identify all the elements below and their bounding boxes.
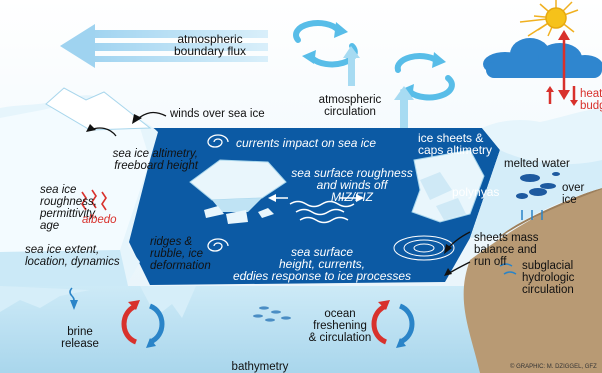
ocean-circulation-left [121,303,165,345]
sun-icon [519,0,579,37]
label-brine-release: brine release [61,326,99,350]
label-sea-ice-roughness: sea ice roughness, permittivity, age [40,184,98,232]
label-ice-sheets-caps: ice sheets & caps altimetry [418,131,493,157]
label-atmospheric-circulation: atmospheric circulation [318,94,382,118]
label-sheets-mass-balance: sheets mass balance and run off [474,232,539,268]
graphic-credit: © GRAPHIC: M. DZIGGEL, GFZ [510,364,597,370]
label-ocean-freshening: ocean freshening & circulation [308,308,372,344]
swirl-icon [207,134,229,252]
label-over-ice: over ice [562,182,585,206]
label-currents-impact: currents impact on sea ice [236,136,377,150]
ocean-circulation-right [371,303,415,345]
label-albedo: albedo [82,214,117,226]
label-heat-budget: heat budget [580,88,602,112]
label-bathymetry: bathymetry [231,361,289,373]
label-atmospheric-boundary-flux: atmospheric boundary flux [173,32,247,58]
label-melted-water: melted water [504,158,570,170]
label-sea-surface-height: sea surface height, currents, eddies res… [232,245,412,283]
melt-ponds [516,172,560,199]
cloud-icon [483,38,602,78]
label-sea-surface-roughness: sea surface roughness and winds off MIZ/… [291,166,413,204]
label-winds-over-sea-ice: winds over sea ice [170,108,265,120]
label-ridges-rubble: ridges & rubble, ice deformation [150,236,211,272]
label-subglacial: subglacial hydrologic circulation [522,260,575,296]
wave-lines [289,200,355,224]
label-polynyas: polynyas [452,185,500,199]
fish-icon [253,306,291,322]
label-sea-ice-extent: sea ice extent, location, dynamics [25,244,120,268]
atmospheric-flux-arrow [60,24,268,68]
bedrock [463,188,602,373]
eddy [393,235,455,261]
heat-arrows-icon [546,30,578,106]
label-sea-ice-altimetry: sea ice altimetry, freeboard height [112,148,198,172]
